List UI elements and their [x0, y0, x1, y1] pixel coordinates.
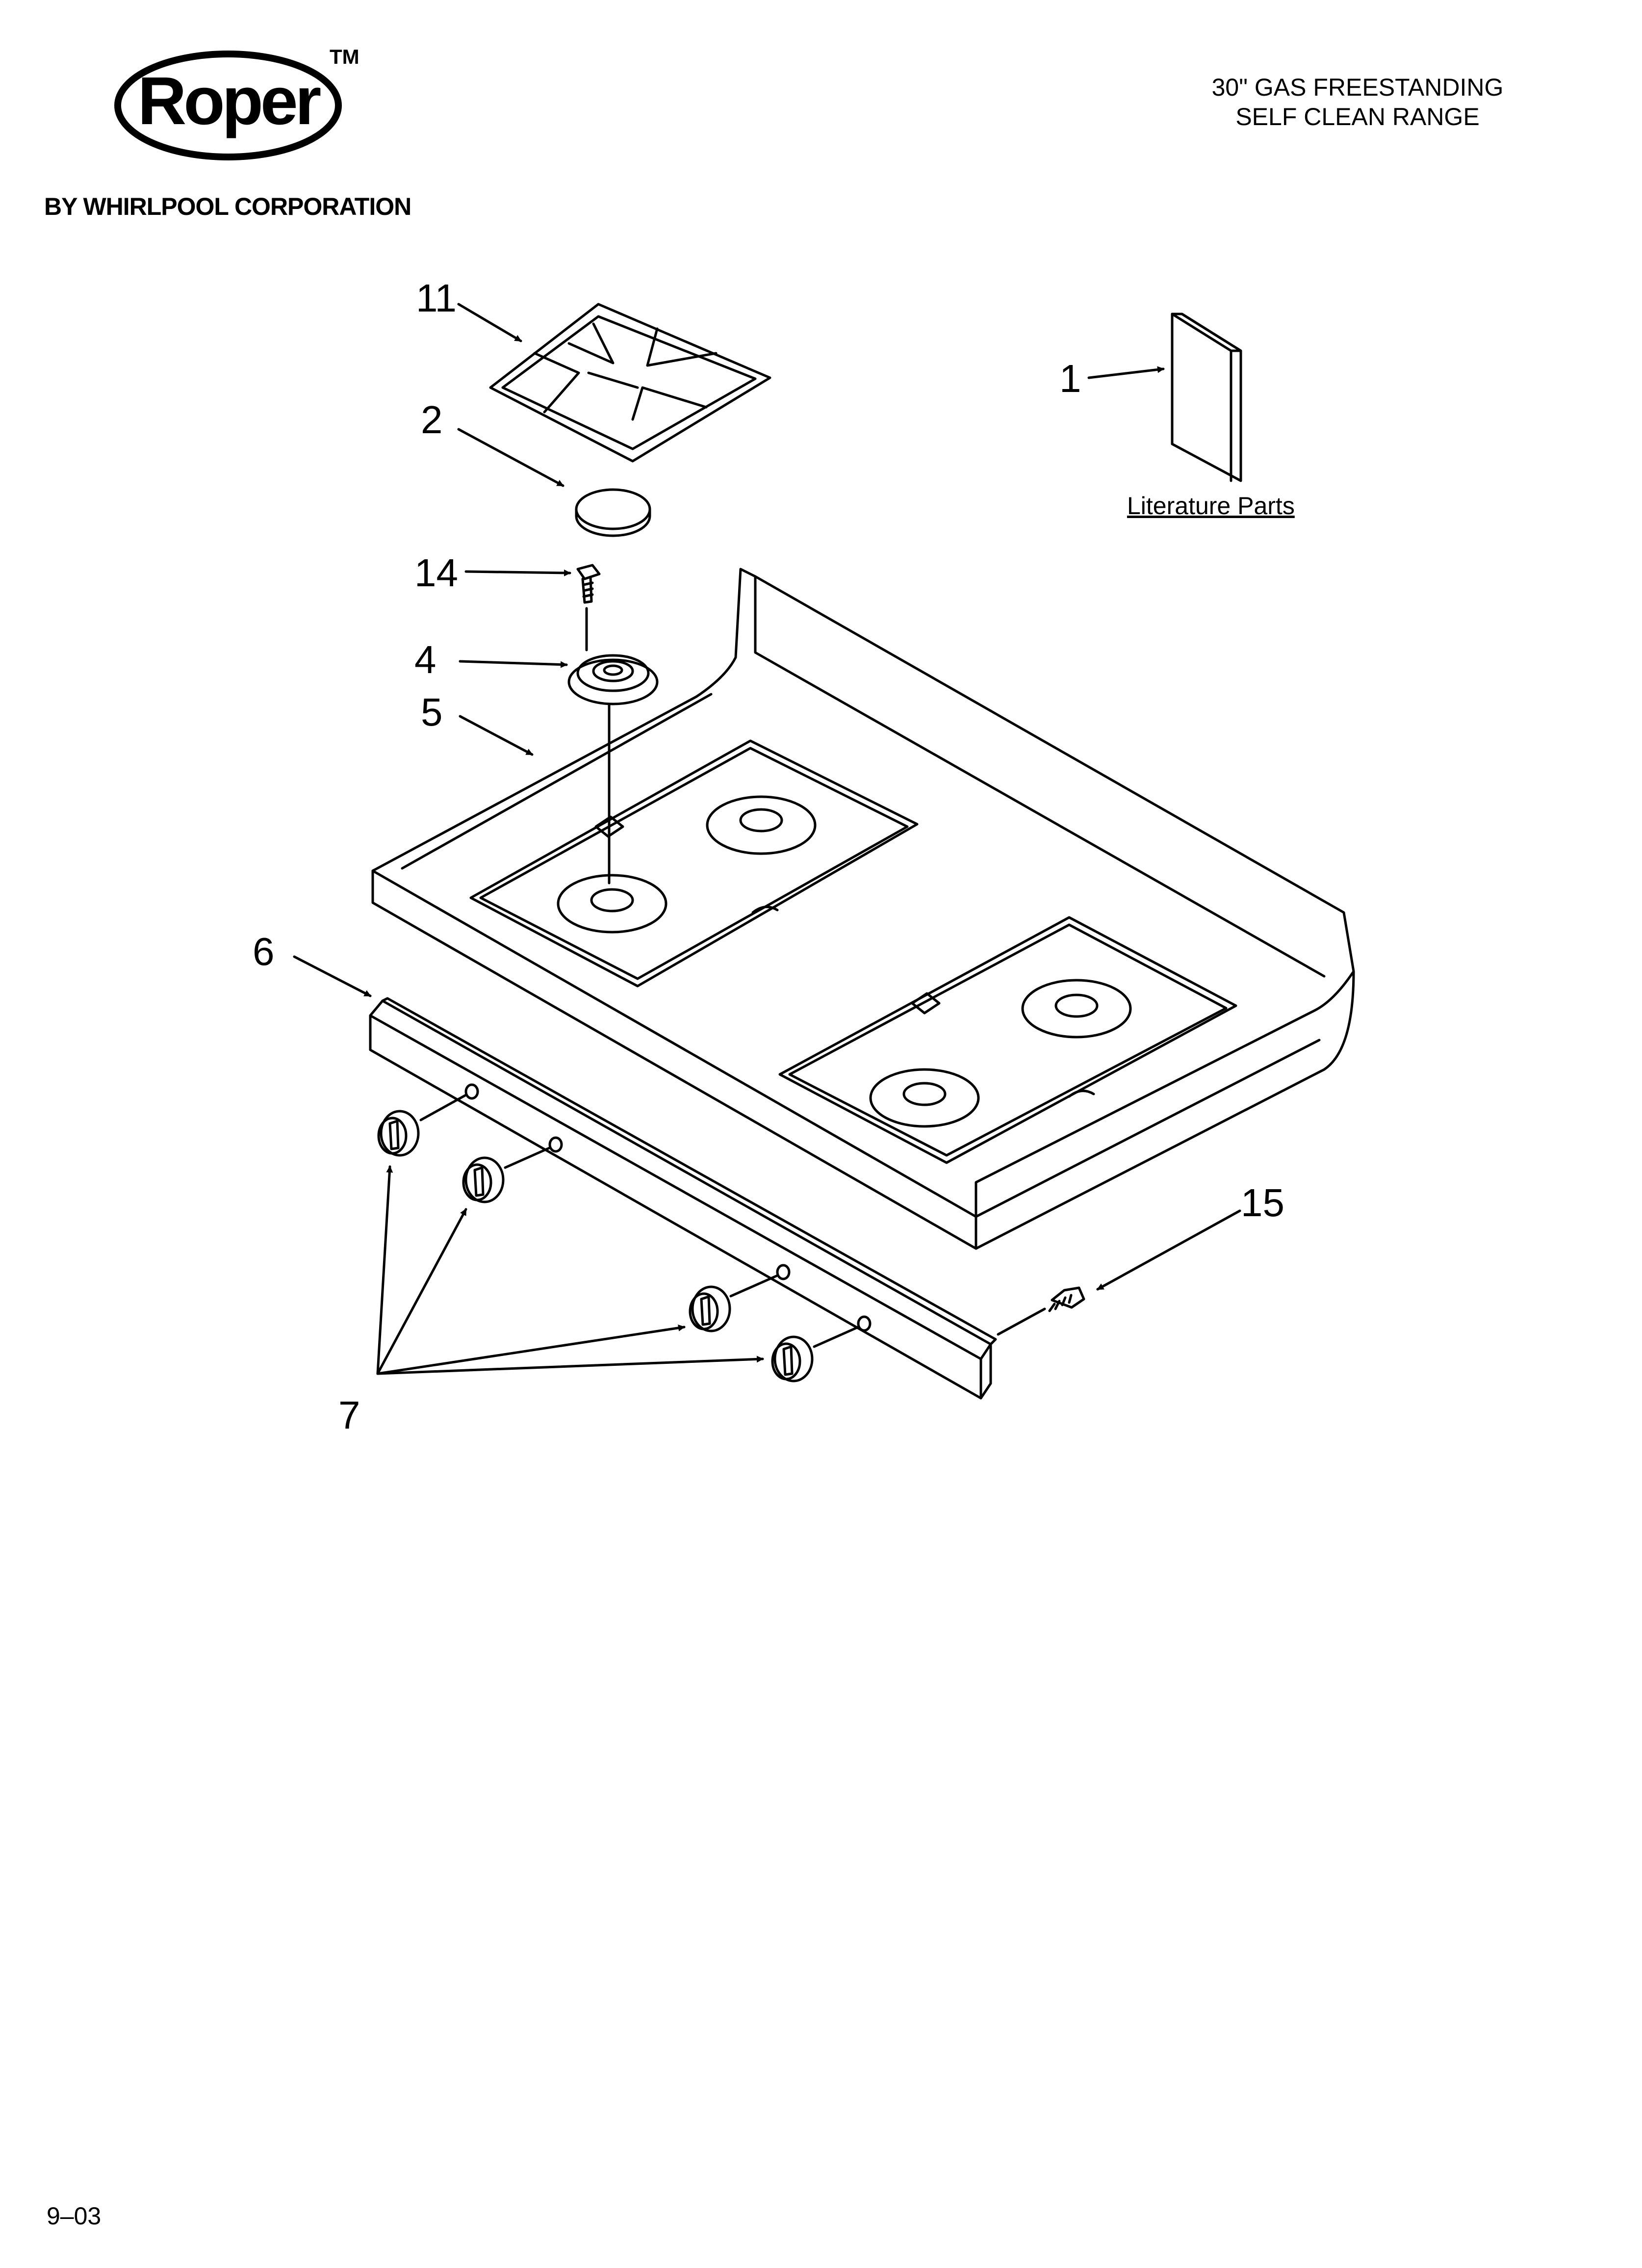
control-panel — [369, 997, 997, 1400]
callout-7: 7 — [338, 1393, 360, 1437]
callout-4: 4 — [414, 638, 436, 681]
trademark-mark: TM — [330, 45, 359, 68]
cooktop — [371, 568, 1355, 1250]
callout-2: 2 — [421, 398, 443, 442]
knob-3 — [689, 1285, 731, 1332]
brand-wordmark: Roper — [138, 63, 321, 139]
literature-parts-label: Literature Parts — [1127, 492, 1295, 520]
screw-15 — [997, 1286, 1085, 1336]
burner-cap — [575, 488, 651, 537]
callout-5: 5 — [421, 690, 443, 734]
callout-6: 6 — [253, 930, 275, 973]
callout-15: 15 — [1241, 1181, 1284, 1225]
burner-base — [567, 654, 659, 885]
literature-parts — [1171, 313, 1242, 482]
knob-4 — [771, 1335, 814, 1382]
date-code: 9–03 — [47, 2202, 102, 2230]
diagram-title: 30" GAS FREESTANDING SELF CLEAN RANGE — [1137, 73, 1578, 131]
callout-1: 1 — [1059, 357, 1081, 400]
knob-1 — [377, 1110, 420, 1157]
brand-byline: BY WHIRLPOOL CORPORATION — [44, 193, 411, 220]
control-knobs — [377, 1094, 860, 1382]
callout-11: 11 — [416, 276, 457, 320]
screw-14 — [576, 564, 601, 652]
leader-lines — [293, 303, 1241, 1375]
title-line-1: 30" GAS FREESTANDING — [1211, 74, 1504, 101]
callout-14: 14 — [414, 551, 458, 595]
knob-2 — [462, 1156, 505, 1203]
roper-logo: Roper — [114, 51, 342, 160]
title-line-2: SELF CLEAN RANGE — [1235, 103, 1480, 130]
burner-grate — [489, 303, 771, 463]
